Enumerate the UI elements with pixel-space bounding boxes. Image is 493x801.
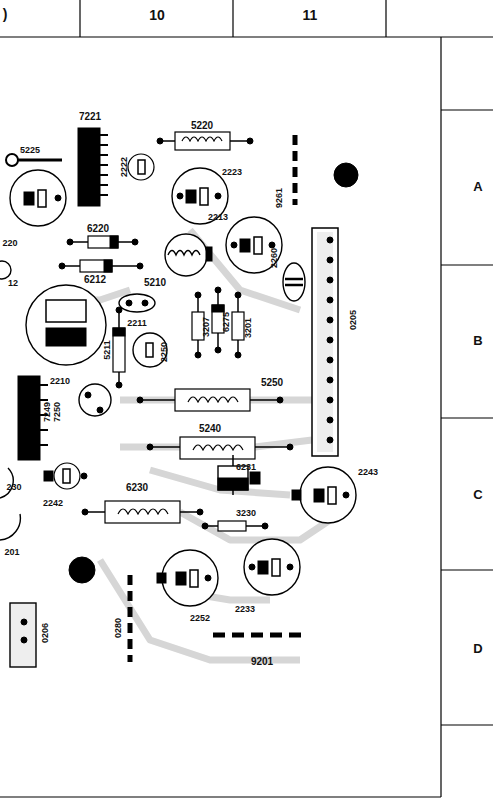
component-reference: 2252	[190, 614, 210, 623]
grid-reference: C	[473, 488, 482, 501]
component-reference: 230	[6, 483, 21, 492]
component-reference: 5240	[199, 424, 221, 434]
component-reference: 3201	[244, 318, 253, 338]
component-reference: 9201	[251, 657, 273, 667]
grid-reference: 10	[149, 8, 165, 22]
component-reference: 220	[2, 239, 17, 248]
component-reference: 3207	[202, 317, 211, 337]
component-reference: 0280	[114, 618, 123, 638]
component-reference: 3230	[236, 509, 256, 518]
component-reference: 7221	[79, 112, 101, 122]
component-reference: 5225	[20, 146, 40, 155]
component-reference: 0206	[41, 623, 50, 643]
component-reference: 2233	[235, 605, 255, 614]
component-reference: 2250	[160, 342, 169, 362]
component-reference: 2213	[208, 213, 228, 222]
component-reference: 6275	[222, 312, 231, 332]
component-reference: 6220	[87, 224, 109, 234]
component-reference: 6212	[84, 275, 106, 285]
grid-reference: )	[3, 7, 8, 21]
component-reference: 6230	[126, 483, 148, 493]
component-reference: 5250	[261, 378, 283, 388]
component-reference: 12	[8, 279, 18, 288]
component-reference: 2210	[50, 377, 70, 386]
component-reference: 2242	[43, 499, 63, 508]
component-reference: 2222	[120, 157, 129, 177]
grid-reference: D	[473, 642, 482, 655]
component-reference: 201	[4, 548, 19, 557]
component-reference: 2223	[222, 168, 242, 177]
component-reference: 6231	[236, 463, 256, 472]
component-reference: 2211	[127, 319, 147, 328]
component-reference: 5211	[103, 340, 112, 360]
component-reference: 2243	[358, 468, 378, 477]
component-reference: 0205	[349, 310, 358, 330]
component-reference: 5220	[191, 121, 213, 131]
component-reference: 7250	[53, 402, 62, 422]
component-reference: 2260	[270, 248, 279, 268]
grid-reference: A	[473, 180, 482, 193]
component-reference: 7249	[43, 402, 52, 422]
component-reference: 9261	[275, 188, 284, 208]
grid-reference: 11	[303, 8, 318, 22]
component-reference: 5210	[144, 278, 166, 288]
grid-reference: B	[473, 334, 482, 347]
